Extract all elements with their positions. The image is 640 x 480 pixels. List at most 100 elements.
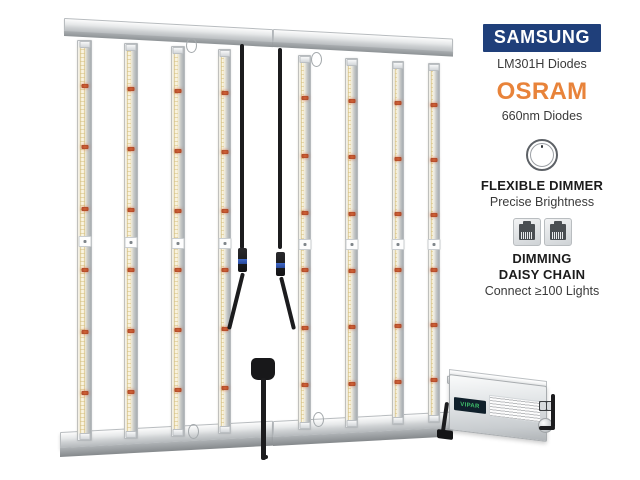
osram-red-diode — [221, 150, 228, 155]
osram-red-diode — [81, 145, 88, 150]
osram-red-diode — [221, 326, 228, 331]
osram-red-diode — [394, 101, 402, 106]
led-bar-endcap-bottom — [346, 420, 357, 427]
osram-red-diode — [301, 268, 308, 273]
rj45-port-1 — [512, 218, 541, 247]
rj45-port-icon — [452, 218, 632, 247]
led-bar-7 — [391, 61, 405, 425]
daisy-chain-title-line2: DAISY CHAIN — [498, 266, 586, 282]
driver-rj45-ports[interactable] — [539, 401, 554, 411]
led-bar-4 — [218, 49, 231, 434]
cable-drop-right — [278, 48, 282, 249]
driver-brand-text: VIPAR — [460, 401, 480, 410]
osram-subtitle: 660nm Diodes — [501, 109, 583, 123]
osram-red-diode — [301, 153, 308, 158]
led-bar-label-sticker — [218, 237, 231, 249]
led-bar-endcap-bottom — [79, 433, 90, 440]
cable-connector-left — [238, 248, 247, 272]
osram-logo-wordmark: OSRAM — [496, 78, 588, 105]
osram-red-diode — [301, 383, 308, 388]
hanging-hook-3 — [188, 424, 199, 439]
osram-red-diode — [81, 268, 88, 273]
cable-drop-left — [240, 44, 244, 249]
driver-power-plug — [437, 429, 453, 440]
feature-daisy-chain: DIMMING DAISY CHAIN Connect ≥100 Lights — [452, 218, 632, 298]
led-bar-label-sticker — [345, 239, 358, 251]
osram-red-diode — [174, 208, 182, 213]
samsung-subtitle: LM301H Diodes — [497, 57, 587, 71]
led-bar-endcap-bottom — [172, 429, 184, 436]
osram-red-diode — [430, 322, 438, 327]
led-bar-3 — [171, 46, 185, 437]
led-bar-endcap-bottom — [219, 426, 230, 433]
led-bar-8 — [427, 63, 441, 423]
osram-red-diode — [221, 91, 228, 96]
osram-red-diode — [430, 212, 438, 217]
osram-red-diode — [127, 328, 135, 333]
led-bar-label-sticker — [298, 238, 311, 250]
osram-red-diode — [174, 388, 182, 393]
led-bar-endcap-top — [219, 50, 230, 57]
osram-red-diode — [127, 389, 135, 394]
cable-connector-right — [276, 252, 285, 276]
led-bar-5 — [298, 55, 311, 430]
osram-red-diode — [430, 157, 438, 162]
led-bar-endcap-top — [172, 47, 184, 54]
osram-red-diode — [174, 89, 182, 93]
osram-red-diode — [348, 268, 355, 273]
osram-red-diode — [394, 323, 402, 328]
driver-output-cable — [551, 394, 555, 428]
osram-red-diode — [394, 212, 402, 217]
feature-callout-panel: SAMSUNG LM301H Diodes OSRAM 660nm Diodes… — [452, 24, 632, 298]
led-bar-label-sticker — [78, 236, 91, 248]
osram-red-diode — [81, 206, 88, 211]
feature-dimmer: FLEXIBLE DIMMER Precise Brightness — [452, 132, 632, 209]
led-bar-endcap-bottom — [392, 417, 404, 424]
osram-red-diode — [430, 267, 438, 272]
osram-red-diode — [221, 268, 228, 273]
feature-samsung: SAMSUNG LM301H Diodes — [452, 24, 632, 71]
led-bar-endcap-top — [392, 62, 404, 69]
osram-red-diode — [348, 325, 355, 330]
osram-red-diode — [221, 209, 228, 214]
samsung-logo-badge: SAMSUNG — [482, 24, 602, 52]
dimmer-knob-icon — [519, 132, 565, 178]
cable-main-trunk — [261, 378, 266, 460]
osram-red-diode — [174, 268, 182, 273]
osram-red-diode — [127, 147, 135, 152]
led-bar-6 — [345, 58, 358, 428]
dimmer-subtitle: Precise Brightness — [489, 195, 595, 210]
osram-red-diode — [430, 378, 438, 382]
cable-trunk-end — [263, 455, 268, 459]
driver-power-cable — [440, 401, 450, 433]
dimmer-title: FLEXIBLE DIMMER — [480, 178, 604, 193]
osram-red-diode — [301, 96, 308, 101]
daisy-chain-subtitle: Connect ≥100 Lights — [484, 283, 600, 298]
hanging-hook-1 — [186, 38, 197, 53]
led-bar-label-sticker — [171, 237, 185, 249]
cable-leg-right — [279, 276, 297, 330]
osram-red-diode — [301, 211, 308, 215]
osram-red-diode — [127, 86, 135, 91]
osram-red-diode — [221, 385, 228, 390]
osram-red-diode — [348, 211, 355, 216]
hanging-hook-4 — [313, 412, 324, 427]
led-bar-label-sticker — [427, 239, 441, 251]
led-bar-1 — [77, 40, 92, 441]
feature-osram: OSRAM 660nm Diodes — [452, 78, 632, 124]
led-bar-endcap-bottom — [299, 422, 310, 429]
osram-red-diode — [81, 84, 88, 89]
osram-red-diode — [348, 381, 355, 386]
led-bar-label-sticker — [124, 237, 138, 249]
led-bar-endcap-bottom — [428, 415, 440, 422]
hanging-hook-2 — [311, 52, 322, 67]
led-driver-power-supply: VIPAR — [437, 368, 565, 448]
daisy-chain-title-line1: DIMMING — [512, 251, 572, 267]
led-bar-label-sticker — [391, 239, 405, 251]
led-bar-endcap-top — [125, 44, 137, 51]
led-bar-endcap-bottom — [125, 431, 137, 438]
rj45-port-2 — [543, 218, 572, 247]
osram-red-diode — [127, 268, 135, 273]
osram-red-diode — [348, 155, 355, 160]
